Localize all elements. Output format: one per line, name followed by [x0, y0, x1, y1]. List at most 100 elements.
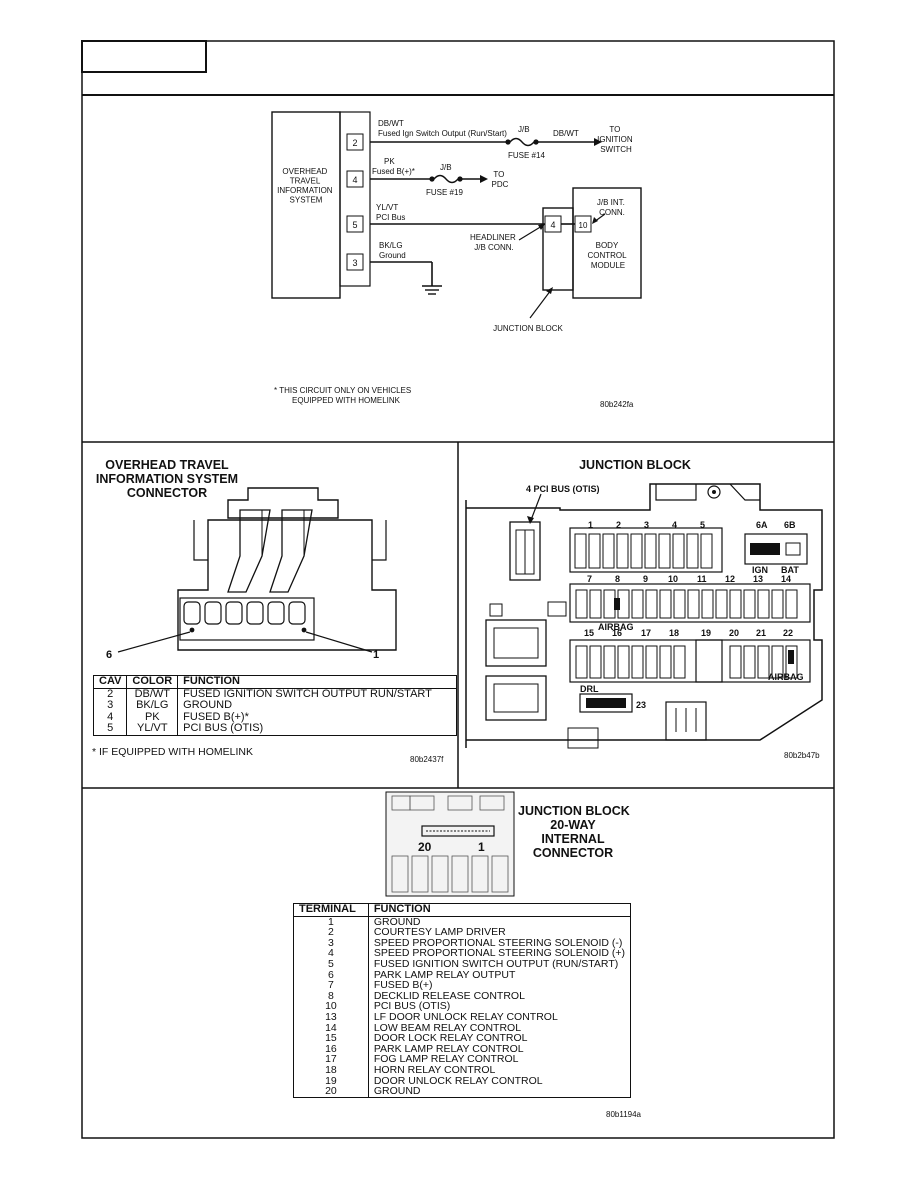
- function-cell: SPEED PROPORTIONAL STEERING SOLENOID (+): [373, 947, 625, 960]
- function-cell: PARK LAMP RELAY CONTROL: [373, 1042, 524, 1055]
- fuse-19-label: FUSE #19: [426, 188, 463, 197]
- connector-cavities: [183, 601, 306, 625]
- function-cell: DOOR UNLOCK RELAY CONTROL: [373, 1074, 543, 1087]
- fuse-num: 15: [584, 628, 594, 638]
- table-row: 3 BK/LG GROUND: [93, 699, 457, 712]
- pin-label: 2: [352, 138, 357, 148]
- fuse-num: 21: [756, 628, 766, 638]
- junction-block-label: JUNCTION BLOCK: [493, 324, 563, 333]
- terminal-cell: 10: [293, 1001, 369, 1012]
- function-cell: FOG LAMP RELAY CONTROL: [373, 1053, 519, 1066]
- table-row: 4 PK FUSED B(+)*: [93, 711, 457, 724]
- fuse-14-label: FUSE #14: [508, 151, 545, 160]
- fuse-num: 13: [753, 574, 763, 584]
- function-cell: PCI BUS (OTIS): [373, 1000, 451, 1013]
- function-cell: GROUND: [183, 699, 233, 712]
- fuse-num: 8: [615, 574, 620, 584]
- table-header: COLOR: [126, 675, 179, 689]
- wiring-footnote: * THIS CIRCUIT ONLY ON VEHICLES EQUIPPED…: [274, 386, 413, 405]
- airbag-right-label: AIRBAG: [768, 672, 804, 682]
- fuse-num: 5: [700, 520, 705, 530]
- wire-ign-name: Fused Ign Switch Output (Run/Start): [378, 129, 507, 138]
- connector-figure-id: 80b2437f: [410, 755, 444, 764]
- connector-table: CAV COLOR FUNCTION 2 DB/WT FUSED IGNITIO…: [93, 675, 458, 736]
- internal-pin-1: 1: [478, 840, 485, 854]
- jb-figure-id: 80b2b47b: [784, 751, 820, 760]
- bcm-box: [572, 187, 642, 299]
- internal-connector-title: JUNCTION BLOCK 20-WAY INTERNAL CONNECTOR: [518, 804, 630, 860]
- connector-title-line: OVERHEAD TRAVEL: [105, 458, 229, 472]
- color-cell: YL/VT: [126, 723, 179, 736]
- pin-label: 5: [352, 220, 357, 230]
- cav-cell: 5: [93, 723, 128, 736]
- color-cell: PK: [126, 711, 179, 724]
- fuse-num: 10: [668, 574, 678, 584]
- internal-pin-20: 20: [418, 840, 432, 854]
- terminal-cell: 3: [293, 938, 369, 949]
- to-pdc-label: TO PDC: [492, 170, 509, 189]
- fuse-num: 2: [616, 520, 621, 530]
- function-cell: FUSED B(+): [373, 979, 433, 992]
- function-cell: HORN RELAY CONTROL: [373, 1063, 496, 1076]
- jb-int-conn-label: J/B INT. CONN.: [597, 198, 627, 217]
- wire-ign-out-color: DB/WT: [553, 129, 579, 138]
- terminal-cell: 8: [293, 991, 369, 1002]
- wire-ground-name: Ground: [379, 251, 406, 260]
- ign-label: IGN: [752, 565, 768, 575]
- color-cell: BK/LG: [126, 700, 179, 712]
- table-row: 6 PARK LAMP RELAY OUTPUT: [293, 968, 631, 981]
- cav-cell: 3: [93, 700, 128, 712]
- fuse-row-2: [575, 589, 798, 619]
- connector-footnote: * IF EQUIPPED WITH HOMELINK: [92, 746, 253, 758]
- drl-label: DRL: [580, 684, 599, 694]
- terminal-cell: 6: [293, 969, 369, 981]
- table-row: 10 PCI BUS (OTIS): [293, 1000, 631, 1013]
- wire-pci-color: YL/VT: [376, 203, 398, 212]
- table-header-row: CAV COLOR FUNCTION: [93, 675, 457, 689]
- junction-block-title: JUNCTION BLOCK: [579, 458, 691, 472]
- function-cell: FUSED IGNITION SWITCH OUTPUT RUN/START: [183, 687, 432, 700]
- wire-ign-color: DB/WT: [378, 119, 404, 128]
- fuse-num: 4: [672, 520, 677, 530]
- connector-pin-1: 1: [373, 649, 379, 661]
- terminal-cell: 15: [293, 1033, 369, 1044]
- table-header: FUNCTION: [177, 675, 457, 689]
- pin-box: [346, 253, 364, 271]
- wire-bplus-name: Fused B(+)*: [372, 167, 415, 176]
- wire-ground-color: BK/LG: [379, 241, 403, 250]
- jb-label-2: J/B: [440, 163, 452, 172]
- function-cell: DECKLID RELEASE CONTROL: [373, 989, 525, 1002]
- cav-cell: 2: [93, 688, 128, 701]
- pin-label: 4: [352, 175, 357, 185]
- table-header: FUNCTION: [368, 903, 631, 917]
- terminal-cell: 2: [293, 927, 369, 938]
- jb-label-1: J/B: [518, 125, 530, 134]
- function-cell: PARK LAMP RELAY OUTPUT: [373, 968, 516, 981]
- connector-strip: [339, 111, 371, 287]
- airbag-mid-label: AIRBAG: [598, 622, 634, 632]
- table-header: TERMINAL: [293, 903, 369, 917]
- terminal-cell: 13: [293, 1012, 369, 1023]
- internal-title-line: JUNCTION BLOCK: [518, 804, 630, 818]
- table-row: 8 DECKLID RELEASE CONTROL: [293, 989, 631, 1002]
- fuse-num: 1: [588, 520, 593, 530]
- terminal-cell: 5: [293, 959, 369, 970]
- jb-pin-label: 4: [550, 220, 555, 230]
- function-cell: PCI BUS (OTIS): [183, 722, 264, 735]
- connector-title: OVERHEAD TRAVEL INFORMATION SYSTEM CONNE…: [92, 458, 242, 500]
- fuse-row-3: [575, 639, 798, 683]
- terminal-cell: 14: [293, 1022, 369, 1034]
- fuse-num: 11: [697, 574, 707, 584]
- wiring-figure-id: 80b242fa: [600, 400, 634, 409]
- function-cell: FUSED IGNITION SWITCH OUTPUT (RUN/START): [373, 957, 619, 970]
